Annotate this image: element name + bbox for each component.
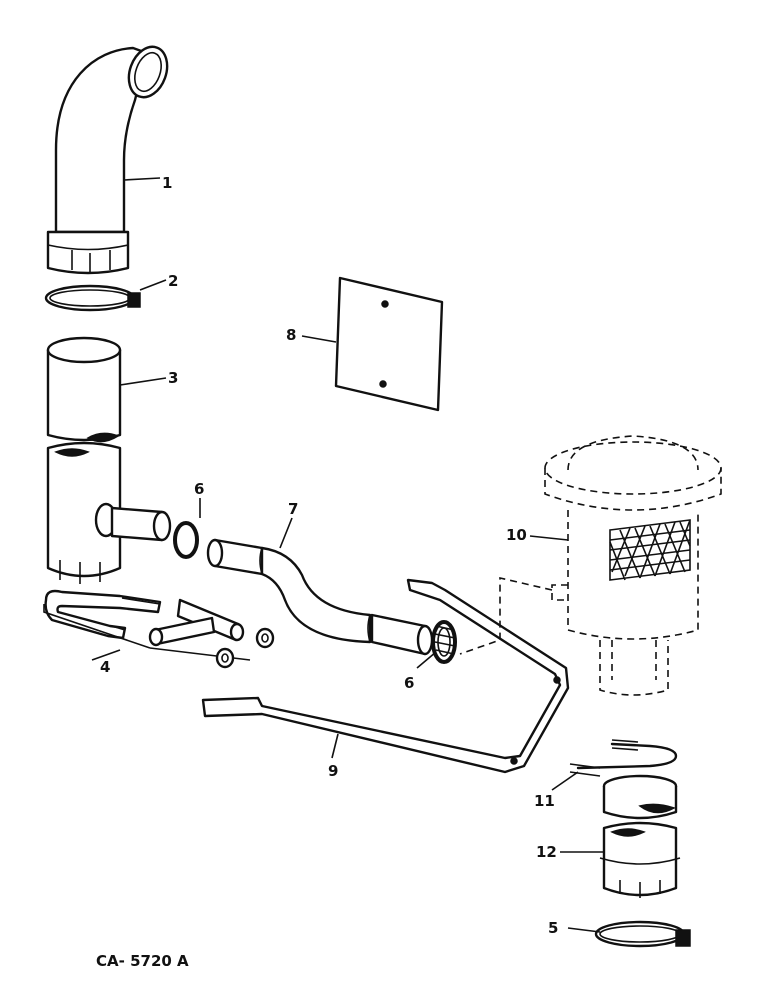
part-1-exhaust-stack	[46, 45, 169, 275]
callout-6-lower: 6	[404, 674, 414, 692]
part-2-clamp	[44, 284, 141, 312]
callout-6-upper: 6	[194, 480, 204, 498]
callout-10: 10	[506, 526, 527, 544]
part-12-short-pipe	[599, 774, 681, 898]
callout-11: 11	[534, 792, 555, 810]
callout-3: 3	[168, 369, 178, 387]
callout-12: 12	[536, 843, 557, 861]
callout-9: 9	[328, 762, 338, 780]
part-7-connecting-pipe	[206, 538, 434, 656]
callout-2: 2	[168, 272, 178, 290]
mesh-screen	[609, 519, 691, 581]
callout-5: 5	[548, 919, 558, 937]
drawing-code: CA- 5720 A	[96, 952, 189, 970]
part-11-u-bolt	[569, 739, 678, 777]
callout-8: 8	[286, 326, 296, 344]
callout-4: 4	[100, 658, 110, 676]
part-8-plate	[334, 276, 444, 412]
leader-lines	[91, 177, 604, 933]
callout-7: 7	[288, 500, 298, 518]
callout-1: 1	[162, 174, 172, 192]
part-9-support-strap	[201, 578, 570, 774]
part-10-air-cleaner	[459, 435, 722, 696]
part-6-hose-clamp	[431, 620, 457, 664]
part-3-vertical-pipe	[46, 336, 172, 584]
part-4-u-bolt-bracket	[43, 589, 275, 669]
part-6-gasket-ring	[173, 521, 199, 559]
callout-labels: 1 2 3 4 5 6 6 7 8 9 10 11 12	[100, 174, 558, 937]
part-5-clamp	[594, 920, 691, 948]
